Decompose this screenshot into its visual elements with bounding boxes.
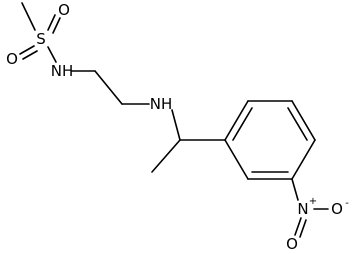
atom-sulfonamide-nh: NH xyxy=(51,62,74,80)
bond-sulfur-oxygen-left-b xyxy=(22,50,38,60)
bond-sulfur-oxygen-left-a xyxy=(19,45,35,55)
ring-double-1 xyxy=(232,107,253,141)
bond-nitro-oxygen-double-a xyxy=(294,217,302,236)
atom-sulfur: S xyxy=(36,30,46,48)
ring-bond-4 xyxy=(291,139,316,180)
bond-sulfur-oxygen-top-b xyxy=(52,17,61,34)
bond-ch-methyl xyxy=(151,139,181,173)
atom-nitro-oxygen-minus: O xyxy=(331,200,343,218)
ring-bond-3 xyxy=(291,100,316,141)
atom-oxygen-left: O xyxy=(6,50,18,68)
atom-labels: S O O NH NH N + O - O xyxy=(6,1,349,253)
bond-methyl-sulfur xyxy=(21,2,36,31)
atom-nitro-oxygen-double: O xyxy=(286,235,298,253)
nitro-oxygen-charge: - xyxy=(345,198,349,209)
bond-ch2-ch2 xyxy=(94,70,123,105)
bond-nitro-oxygen-double-b xyxy=(299,219,307,238)
nitro-nitrogen-charge: + xyxy=(309,196,317,207)
ring-bond-1 xyxy=(224,100,249,141)
bond-nh-ch xyxy=(171,109,181,141)
bond-sulfur-nh xyxy=(47,46,57,63)
atom-amine-nh: NH xyxy=(150,95,173,113)
atom-oxygen-top: O xyxy=(58,1,70,19)
atom-nitro-nitrogen: N xyxy=(297,200,308,218)
bonds xyxy=(19,2,329,238)
ring-bond-6 xyxy=(224,139,249,180)
ring-double-2 xyxy=(287,107,308,141)
bond-ring-nitro xyxy=(291,178,299,201)
bond-sulfur-oxygen-top-a xyxy=(47,14,56,31)
